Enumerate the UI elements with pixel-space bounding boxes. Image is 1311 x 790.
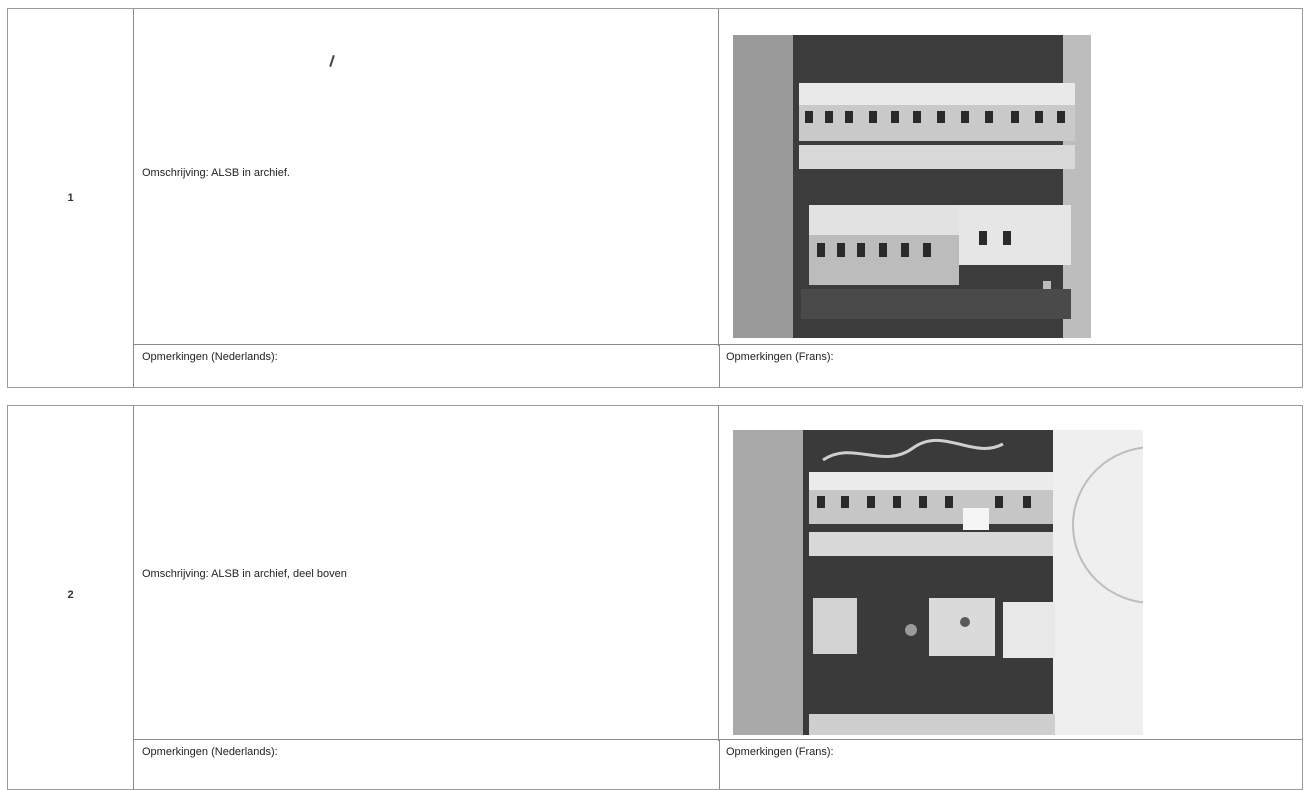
remarks-french-label: Opmerkingen (Frans): [726,746,834,758]
electrical-panel-photo [733,35,1091,338]
description-cell: Omschrijving: ALSB in archief, deel bove… [134,406,719,741]
remarks-row: Opmerkingen (Nederlands): Opmerkingen (F… [134,739,1302,789]
pen-mark [329,54,335,68]
remarks-divider [719,740,720,789]
remarks-dutch-label: Opmerkingen (Nederlands): [142,746,278,758]
remarks-row: Opmerkingen (Nederlands): Opmerkingen (F… [134,344,1302,387]
remarks-french-label: Opmerkingen (Frans): [726,351,834,363]
entry-number-cell: 2 [8,406,134,789]
electrical-panel-photo [733,430,1143,735]
remarks-dutch-label: Opmerkingen (Nederlands): [142,351,278,363]
description-cell: Omschrijving: ALSB in archief. [134,9,719,346]
photo-cell [719,9,1302,346]
entry-description: Omschrijving: ALSB in archief, deel bove… [142,568,347,580]
remarks-divider [719,345,720,387]
photo-report-entry: 1 Omschrijving: ALSB in archief. [7,8,1303,388]
photo-report-entry: 2 Omschrijving: ALSB in archief, deel bo… [7,405,1303,790]
entry-number-cell: 1 [8,9,134,387]
photo-cell [719,406,1302,741]
entry-number: 1 [67,192,74,204]
entry-description: Omschrijving: ALSB in archief. [142,167,290,179]
entry-number: 2 [67,589,74,601]
